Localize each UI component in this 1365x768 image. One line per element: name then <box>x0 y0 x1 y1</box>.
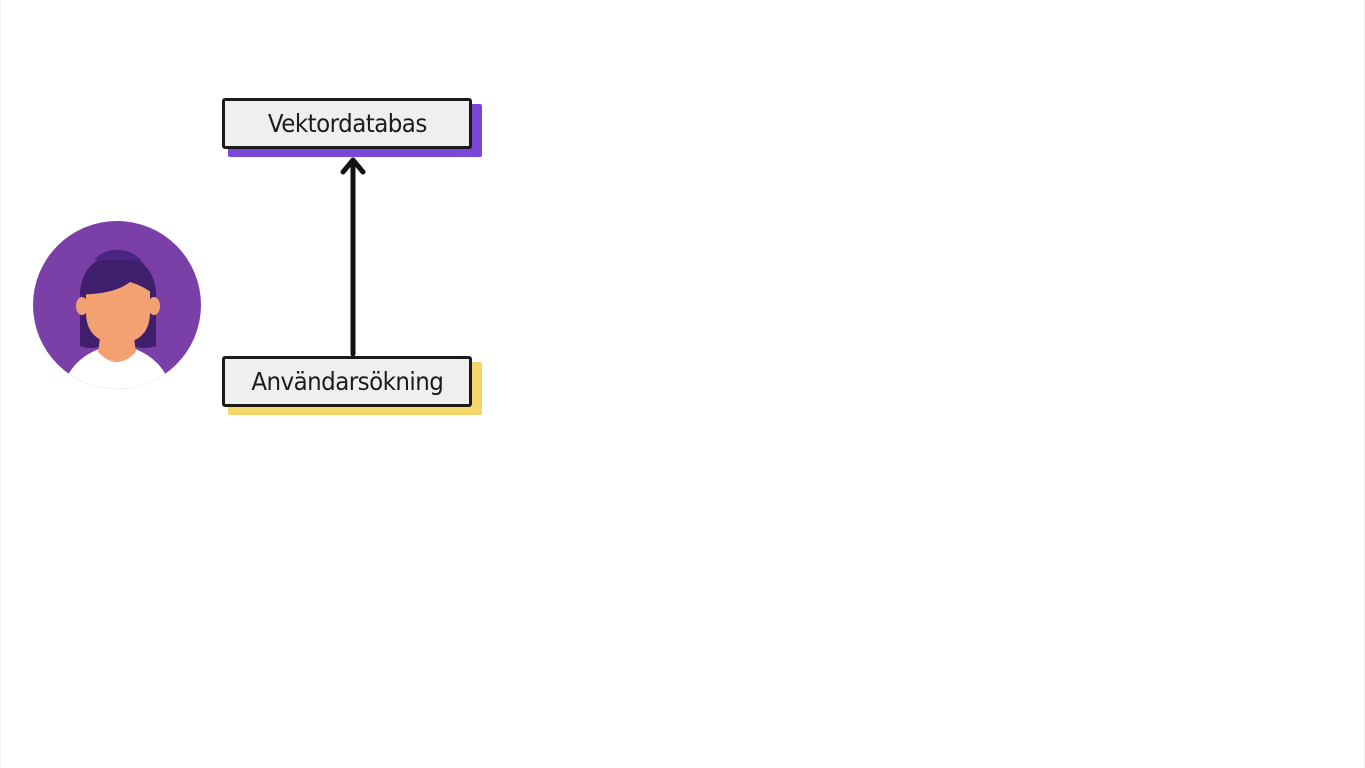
left-edge-divider <box>0 0 1 768</box>
avatar-ear-left <box>76 297 88 315</box>
user-query-node: Användarsökning <box>222 356 482 415</box>
vector-database-label: Vektordatabas <box>267 109 427 138</box>
user-query-label: Användarsökning <box>251 367 444 396</box>
query-to-database-arrow <box>340 157 366 357</box>
arrow-head <box>340 157 366 175</box>
avatar-shirt <box>62 344 172 389</box>
vector-database-node: Vektordatabas <box>222 98 482 157</box>
avatar-ear-right <box>148 297 160 315</box>
avatar-hair-bangs <box>80 258 156 296</box>
user-query-box: Användarsökning <box>222 356 472 407</box>
avatar-face <box>86 276 150 344</box>
woman-avatar-icon <box>33 221 201 389</box>
vector-database-box: Vektordatabas <box>222 98 472 149</box>
avatar-hair-top <box>94 249 144 264</box>
